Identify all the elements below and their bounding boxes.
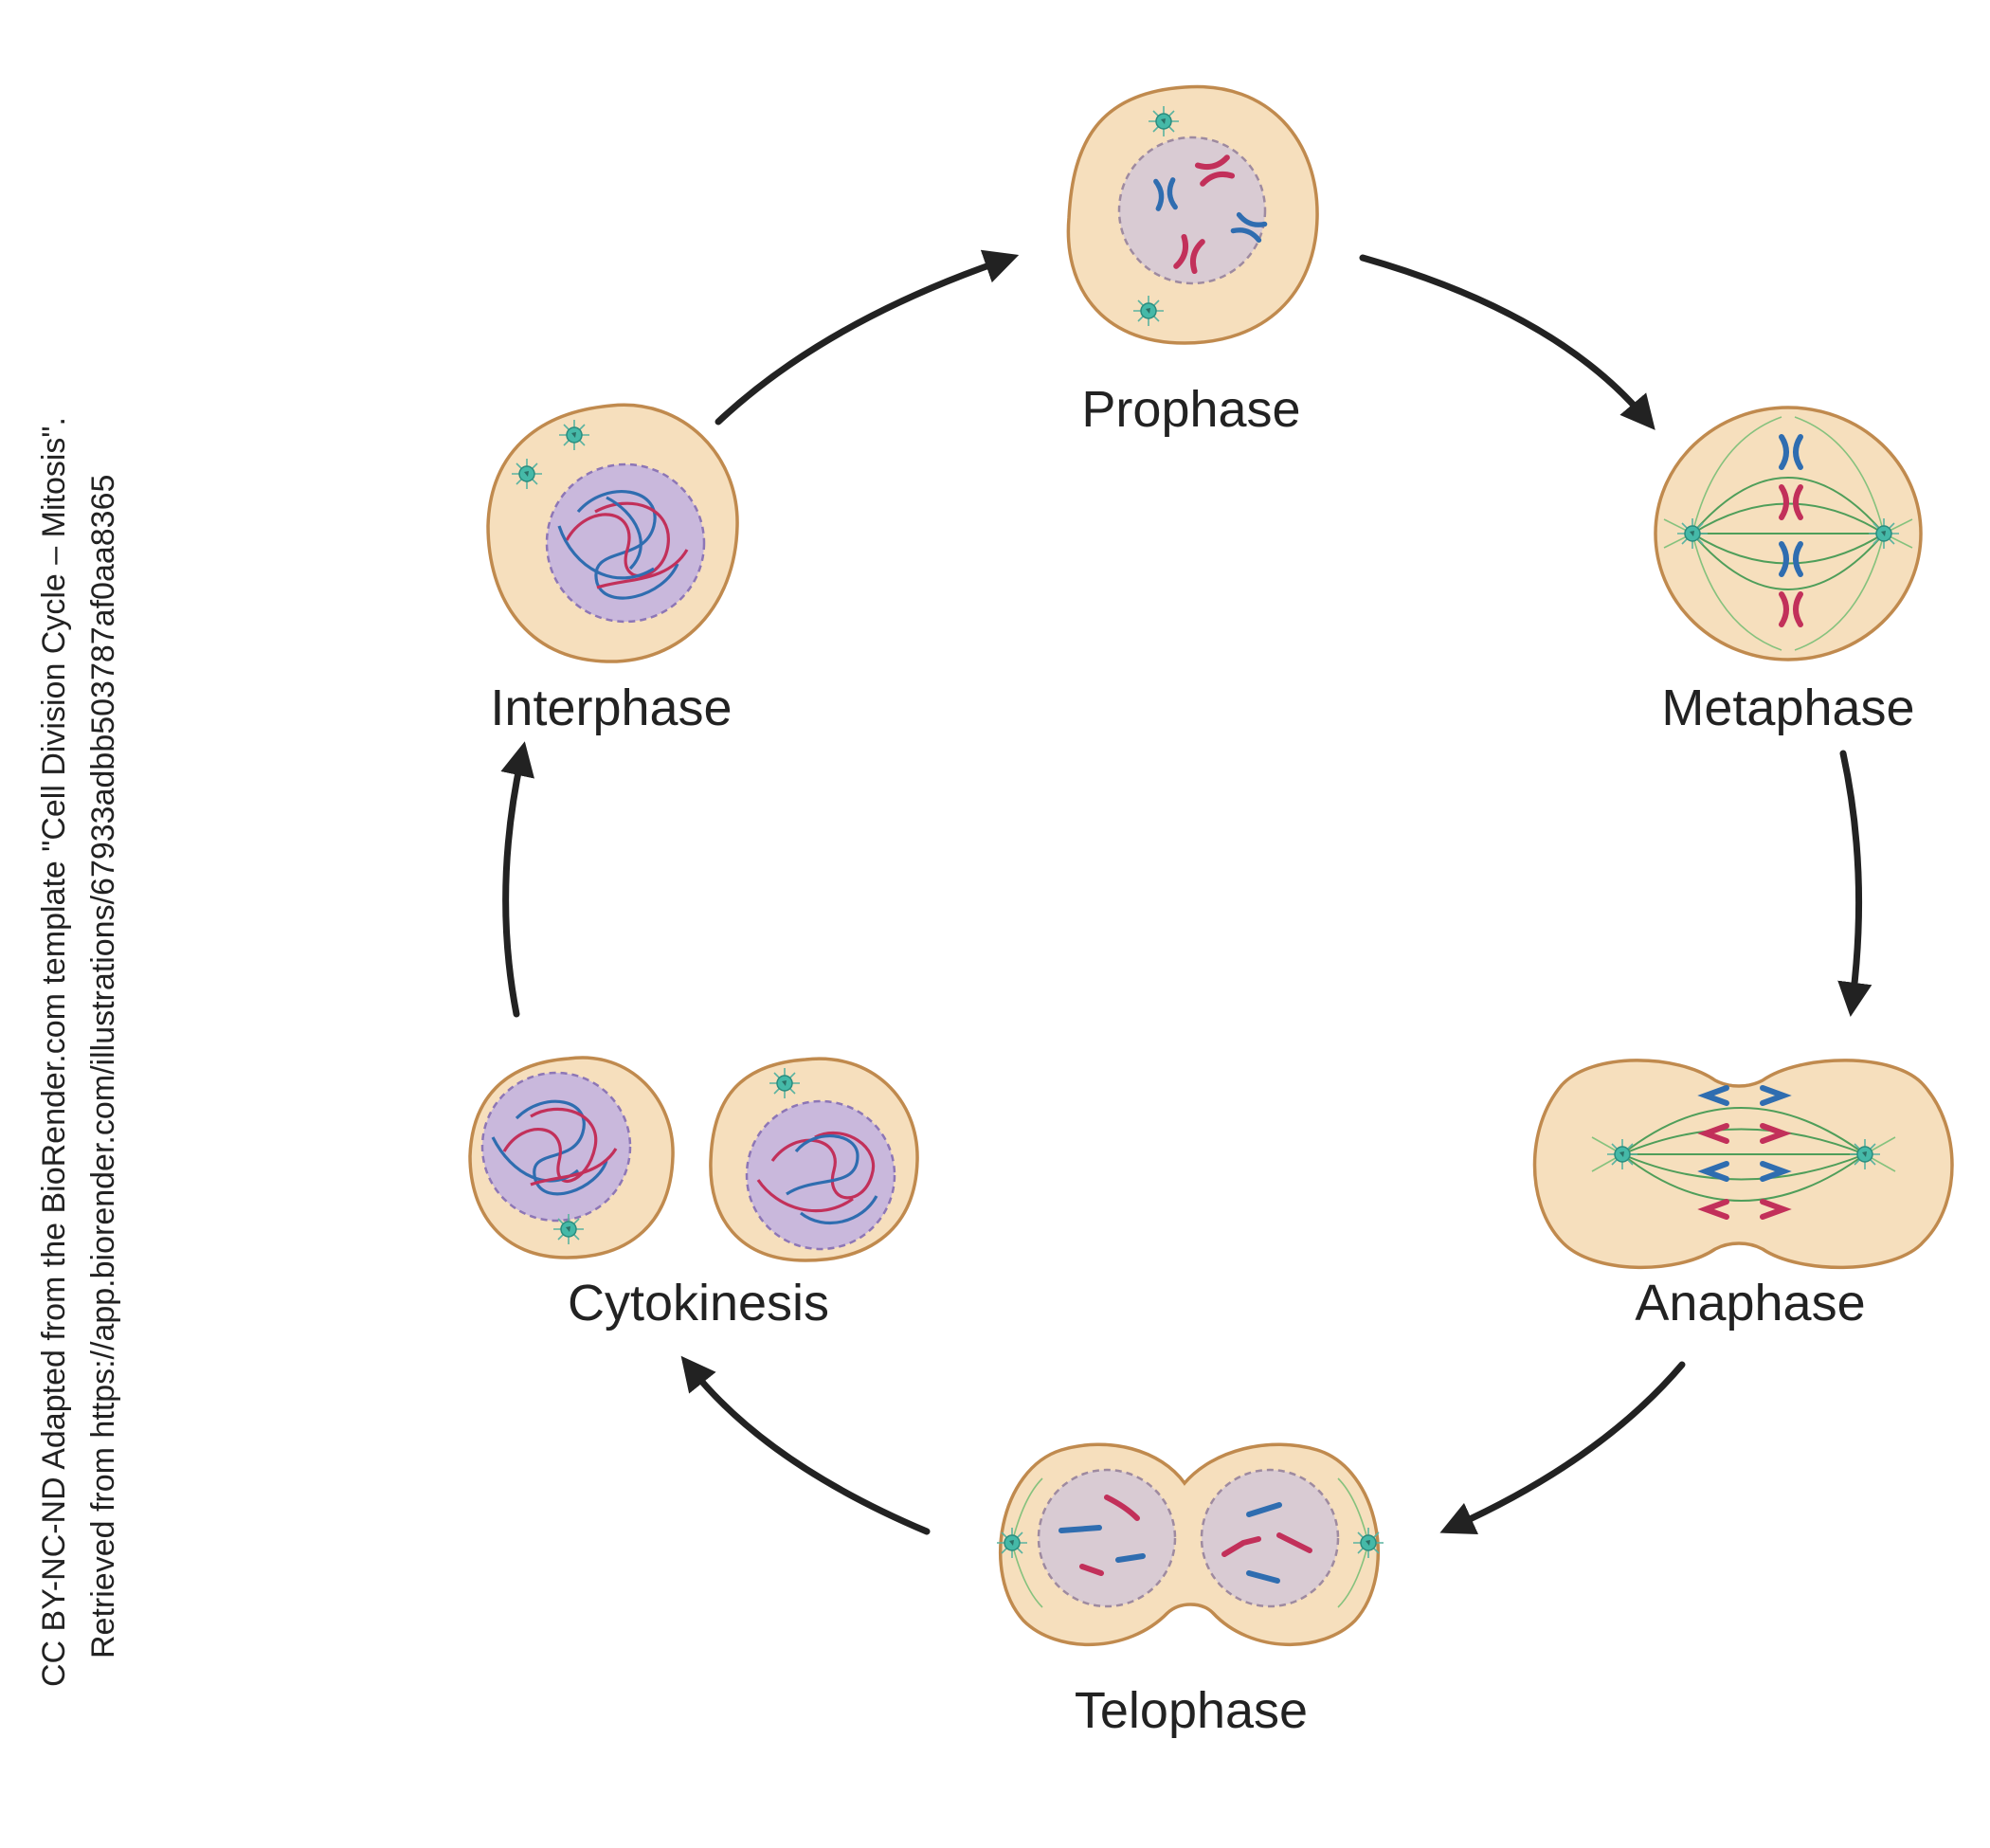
label-cytokinesis: Cytokinesis	[568, 1275, 829, 1332]
telophase-cell	[996, 1442, 1384, 1646]
credit-line-1: CC BY-NC-ND Adapted from the BioRender.c…	[36, 417, 72, 1687]
chromatin-right	[756, 1131, 878, 1225]
label-metaphase: Metaphase	[1661, 679, 1914, 736]
telophase-spindles	[1011, 1477, 1369, 1608]
arrow-interphase-to-prophase	[715, 249, 1020, 426]
telophase-chromosomes	[1058, 1495, 1312, 1584]
prophase-cell	[1066, 84, 1319, 345]
arrow-telophase-to-cytokinesis	[680, 1355, 931, 1535]
label-anaphase: Anaphase	[1635, 1275, 1865, 1332]
anaphase-cell	[1532, 1059, 1954, 1269]
label-telophase: Telophase	[1075, 1682, 1308, 1739]
cytokinesis-cells	[468, 1056, 919, 1262]
chromatin-interphase	[557, 490, 689, 600]
credit-text: CC BY-NC-ND Adapted from the BioRender.c…	[36, 417, 121, 1687]
arrow-prophase-to-metaphase	[1359, 254, 1655, 430]
chromatin-left	[491, 1099, 618, 1196]
label-interphase: Interphase	[490, 679, 732, 736]
spindle-fibers	[1591, 1107, 1896, 1202]
metaphase-cell	[1654, 406, 1923, 661]
credit-line-2: Retrieved from https://app.biorender.com…	[85, 475, 121, 1658]
label-prophase: Prophase	[1081, 381, 1300, 438]
interphase-cell	[486, 403, 739, 663]
arrow-metaphase-to-anaphase	[1837, 750, 1872, 1018]
cycle-arrows	[500, 249, 1872, 1535]
arrow-cytokinesis-to-interphase	[500, 741, 534, 1018]
arrow-anaphase-to-telophase	[1439, 1361, 1686, 1535]
